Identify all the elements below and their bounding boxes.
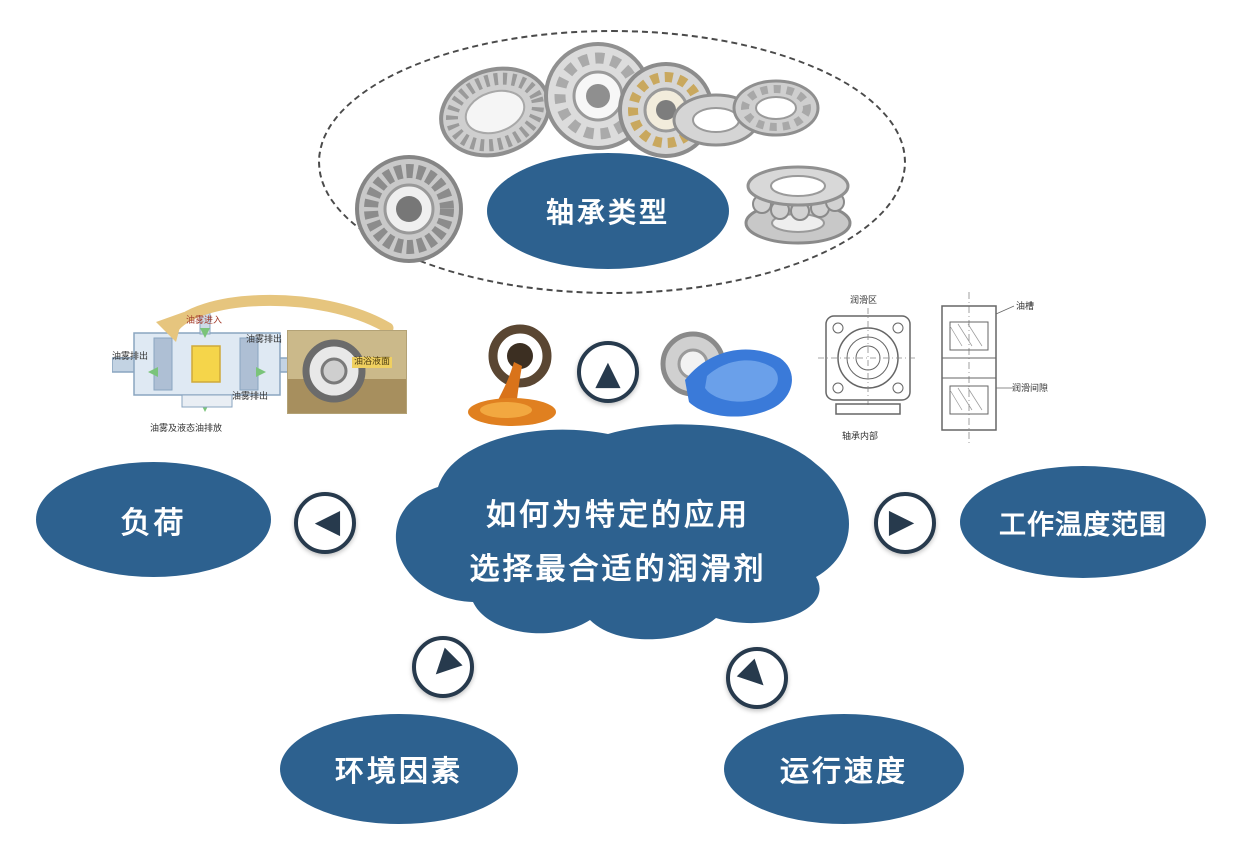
arrow-down-left-circle: ▲ (412, 636, 474, 698)
spherical-roller-bearing-image (352, 152, 467, 267)
grease-bearing-image (655, 328, 800, 420)
oil-pour-image (462, 322, 572, 430)
thrust-bearing-image (738, 148, 858, 258)
housing-drawing-image (818, 308, 918, 428)
curved-arrow-image (150, 286, 400, 348)
oil-bath-bearing-image: 油浴液面 (287, 330, 407, 414)
arrow-down-left-icon: ▲ (420, 644, 466, 690)
arrow-up-icon: ▲ (595, 352, 621, 392)
node-environment: 环境因素 (280, 714, 518, 824)
label-oil-mist-out-bottom: 油雾排出 (232, 392, 269, 402)
arrow-left-circle: ▲ (294, 492, 356, 554)
oil-mist-schematic-image (111, 300, 303, 438)
label-lubrication-gap: 润滑间隙 (1012, 384, 1049, 394)
node-bearing-type-label: 轴承类型 (545, 196, 670, 229)
label-oil-groove: 油槽 (1016, 302, 1035, 312)
label-oil-mist-in: 油雾进入 (186, 316, 223, 326)
center-question-line2: 选择最合适的润滑剂 (469, 552, 767, 587)
center-question-line1: 如何为特定的应用 (486, 498, 750, 533)
arrow-right-circle: ▲ (874, 492, 936, 554)
arrow-up-circle: ▲ (577, 341, 639, 403)
arrow-down-right-circle: ▲ (726, 647, 788, 709)
central-question-blob: 如何为特定的应用 选择最合适的润滑剂 (368, 412, 868, 652)
label-oil-bath-level: 油浴液面 (352, 357, 393, 368)
flat-bearings-image (668, 72, 823, 162)
node-temperature-range-label: 工作温度范围 (999, 509, 1167, 541)
label-oil-mist-out-left: 油雾排出 (112, 352, 149, 362)
label-oil-mist-out-top: 油雾排出 (246, 335, 283, 345)
node-environment-label: 环境因素 (334, 754, 463, 788)
node-temperature-range: 工作温度范围 (960, 466, 1206, 578)
bearing-types-group-outline (318, 30, 906, 294)
shaft-section-drawing-image (922, 292, 1017, 444)
needle-roller-bearing-image (428, 52, 563, 172)
arrow-down-right-icon: ▲ (734, 655, 780, 701)
arrow-left-icon: ▲ (305, 510, 345, 536)
node-speed: 运行速度 (724, 714, 964, 824)
blob-shape (395, 424, 849, 640)
node-bearing-type: 轴承类型 (487, 153, 729, 269)
label-lubrication-zone: 润滑区 (850, 296, 878, 306)
node-load: 负荷 (36, 462, 271, 577)
label-oil-mist-drain: 油雾及液态油排放 (150, 424, 223, 434)
arrow-right-icon: ▲ (885, 510, 925, 536)
node-speed-label: 运行速度 (779, 754, 908, 788)
node-load-label: 负荷 (120, 505, 187, 541)
label-bearing-interior: 轴承内部 (842, 432, 879, 442)
